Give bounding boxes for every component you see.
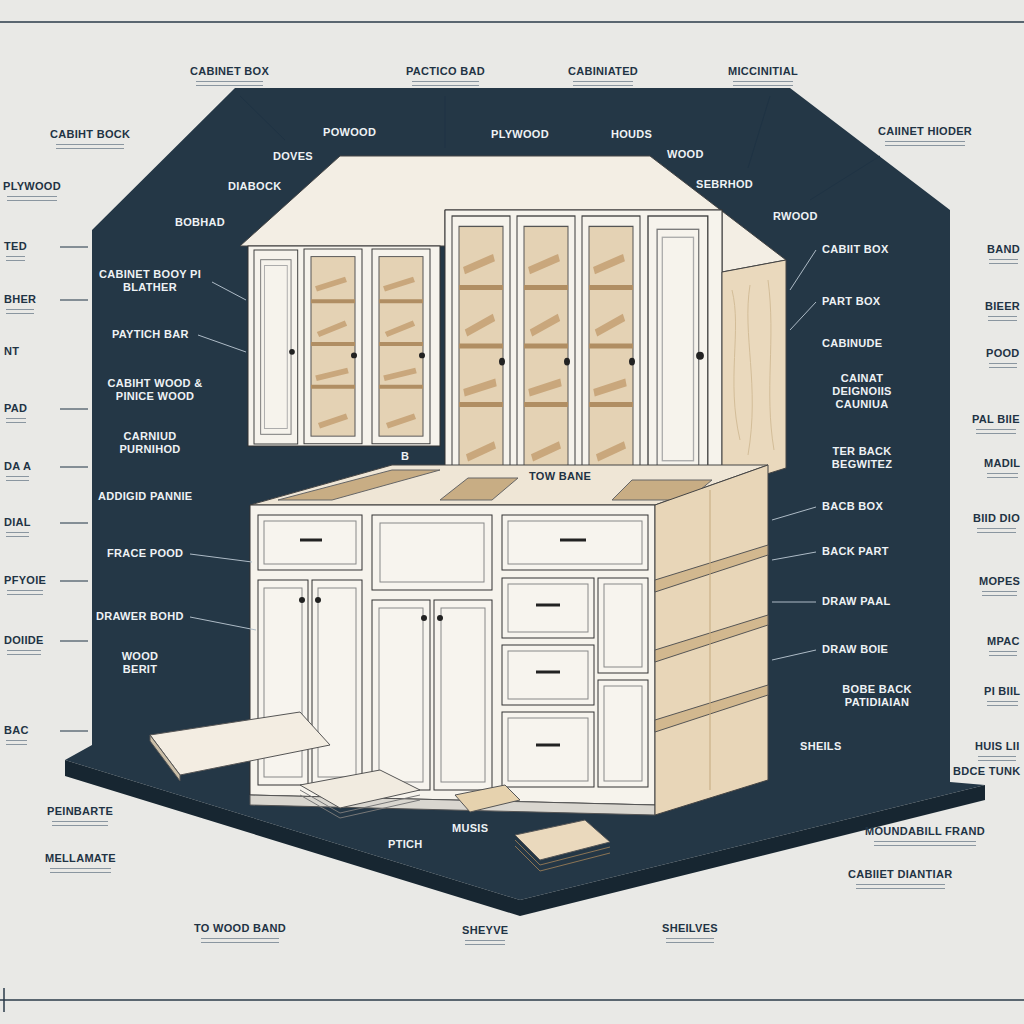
part-label: MOPES xyxy=(979,575,1020,596)
part-label: PAL BIIE xyxy=(972,413,1020,434)
part-label: PI BIIL xyxy=(984,685,1020,706)
part-label: RWOOD xyxy=(773,210,818,223)
part-label: CABIIET DIANTIAR xyxy=(848,868,952,889)
part-label: BAND xyxy=(987,243,1020,264)
part-label: PACTICO BAD xyxy=(406,65,485,86)
part-label: SHEILS xyxy=(800,740,842,753)
part-label: CABINET BOX xyxy=(190,65,269,86)
part-label: WOOD BERIT xyxy=(105,650,175,676)
part-label: CABINET BOOY PI BLATHER xyxy=(95,268,205,294)
part-label: MICCINITIAL xyxy=(728,65,798,86)
part-label: MADIL xyxy=(984,457,1020,478)
part-label: DRAWER BOHD xyxy=(96,610,184,623)
part-label: CABIHT WOOD & PINICE WOOD xyxy=(100,377,210,403)
part-label: DOIIDE xyxy=(4,634,44,655)
part-label: CABIIT BOX xyxy=(822,243,889,256)
part-label: FRACE POOD xyxy=(107,547,183,560)
part-label: ADDIGID PANNIE xyxy=(98,490,192,503)
part-label: POOD xyxy=(986,347,1020,368)
part-label: SEBRHOD xyxy=(696,178,753,191)
part-label: B xyxy=(401,450,409,463)
part-label: PFYOIE xyxy=(4,574,46,595)
part-label: NT xyxy=(4,345,19,358)
part-label: PLYWOOD xyxy=(3,180,61,201)
part-label: CAIINET HIODER xyxy=(878,125,972,146)
part-label: TOW BANE xyxy=(529,470,591,483)
part-label: TO WOOD BAND xyxy=(194,922,286,943)
part-label: MOUNDABILL FRAND xyxy=(865,825,985,846)
part-label: CARNIUD PURNIHOD xyxy=(100,430,200,456)
part-label: CABINUDE xyxy=(822,337,882,350)
part-label: SHEYVE xyxy=(462,924,508,945)
part-label: POWOOD xyxy=(323,126,376,139)
part-label: TER BACK BEGWITEZ xyxy=(817,445,907,471)
part-label: PART BOX xyxy=(822,295,880,308)
part-label: DRAW BOIE xyxy=(822,643,888,656)
part-label: BHER xyxy=(4,293,36,314)
part-label: SHEILVES xyxy=(662,922,718,943)
part-label: DRAW PAAL xyxy=(822,595,891,608)
part-label: MELLAMATE xyxy=(45,852,116,873)
part-label: BIEER xyxy=(985,300,1020,321)
part-label: DA A xyxy=(4,460,31,481)
part-label: PAYTICH BAR xyxy=(112,328,189,341)
part-label: PAD xyxy=(4,402,27,423)
part-label: TED xyxy=(4,240,27,261)
part-label: WOOD xyxy=(667,148,704,161)
part-label: HOUDS xyxy=(611,128,652,141)
part-label: CABINIATED xyxy=(568,65,638,86)
part-label: BOBE BACK PATIDIAIAN xyxy=(822,683,932,709)
part-label: MUSIS xyxy=(452,822,488,835)
part-label: DOVES xyxy=(273,150,313,163)
part-label: PLYWOOD xyxy=(491,128,549,141)
part-label: CABIHT BOCK xyxy=(50,128,130,149)
part-label: BACK PART xyxy=(822,545,889,558)
part-label: BDCE TUNK xyxy=(953,765,1020,778)
part-label: PTICH xyxy=(388,838,423,851)
part-label: PEINBARTE xyxy=(47,805,113,826)
part-label: MPAC xyxy=(987,635,1020,656)
part-label: DIAL xyxy=(4,516,31,537)
part-label: CAINAT DEIGNOIIS CAUNIUA xyxy=(812,372,912,411)
part-label: DIABOCK xyxy=(228,180,281,193)
part-label: BIID DIO xyxy=(973,512,1020,533)
part-label: BAC xyxy=(4,724,29,745)
part-label: BACB BOX xyxy=(822,500,883,513)
part-label: BOBHAD xyxy=(175,216,225,229)
part-label: HUIS LII xyxy=(975,740,1020,761)
